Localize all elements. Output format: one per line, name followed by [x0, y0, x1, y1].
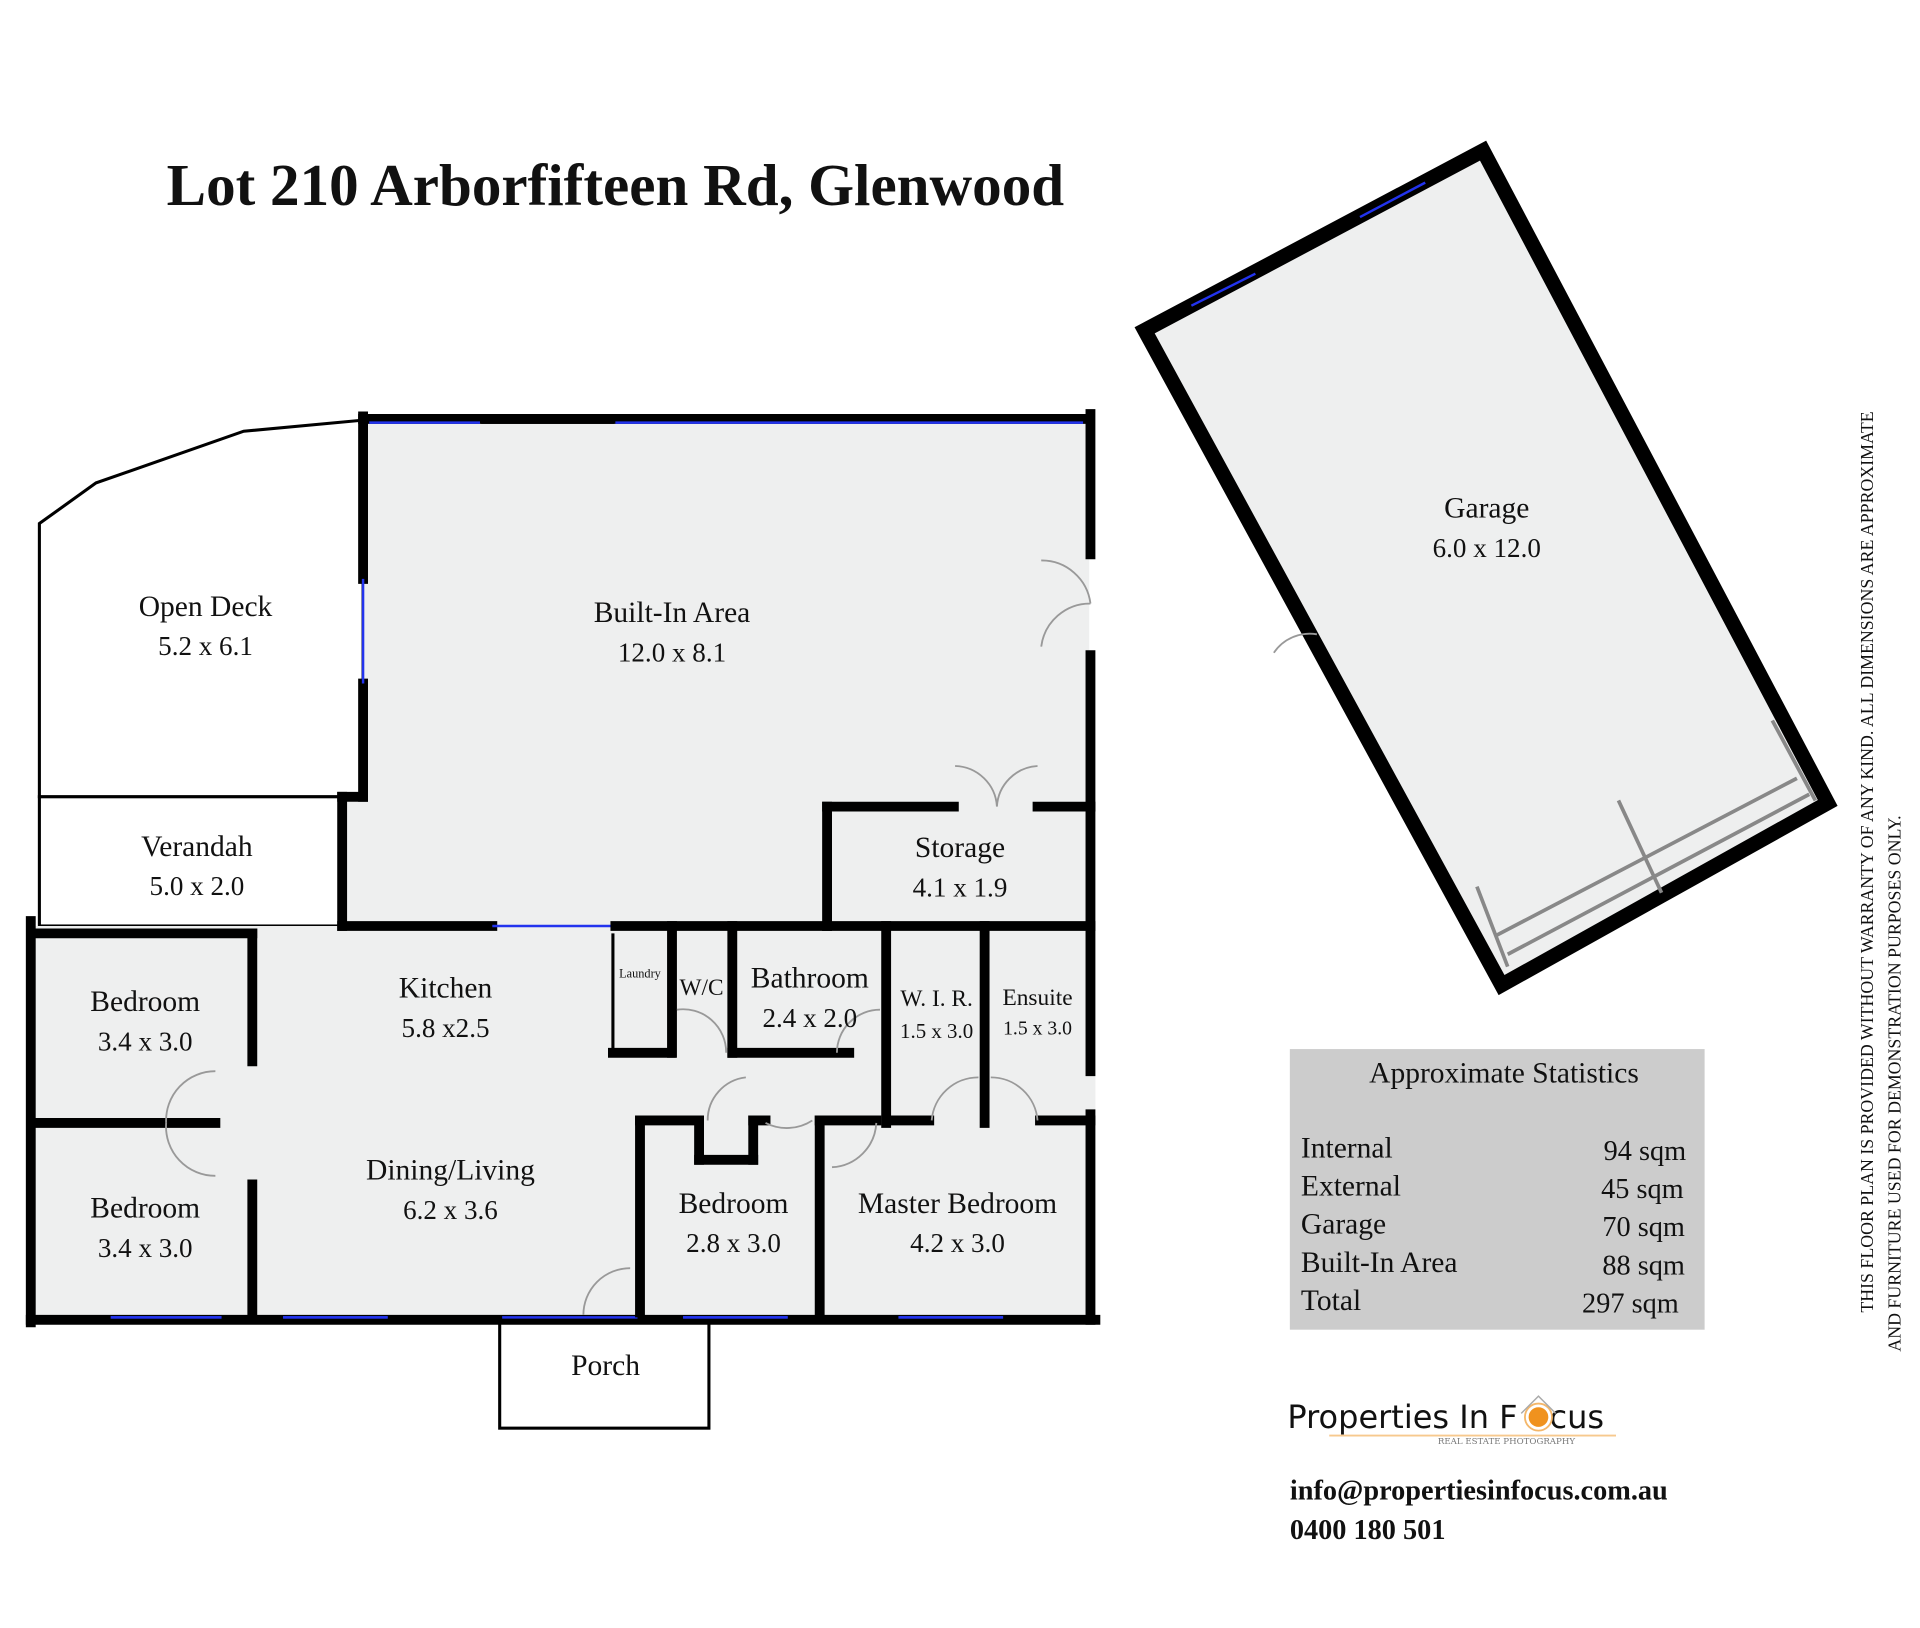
stats-value: 88 sqm: [1602, 1250, 1685, 1281]
disclaimer-line-2: AND FURNITURE USED FOR DEMONSTRATION PUR…: [1884, 815, 1904, 1351]
built-in-area-floor: [342, 418, 1090, 926]
brand-logo: Properties In F cus REAL ESTATE PHOTOGRAP…: [1287, 1395, 1616, 1447]
room-name: Dining/Living: [366, 1155, 535, 1187]
stats-box: Approximate Statistics Internal External…: [1289, 1049, 1705, 1330]
verandah-area: [37, 795, 344, 928]
stats-value: 297 sqm: [1582, 1288, 1679, 1319]
stats-label: Total: [1301, 1285, 1361, 1317]
room-dims: 1.5 x 3.0: [900, 1019, 973, 1043]
camera-house-icon: [1520, 1395, 1557, 1432]
room-wc: W/C: [679, 975, 723, 1001]
room-dims: 1.5 x 3.0: [1003, 1017, 1072, 1039]
room-dims: 3.4 x 3.0: [98, 1026, 193, 1056]
stats-label: Built-In Area: [1301, 1247, 1458, 1279]
brand-tagline: REAL ESTATE PHOTOGRAPHY: [1438, 1437, 1575, 1447]
room-name: Verandah: [141, 831, 253, 863]
room-name: W. I. R.: [900, 986, 973, 1012]
room-kitchen: Kitchen 5.8 x2.5: [399, 972, 493, 1042]
walls: [25, 409, 1101, 1328]
room-storage: Storage 4.1 x 1.9: [913, 832, 1008, 902]
room-ensuite: Ensuite 1.5 x 3.0: [1002, 985, 1072, 1040]
room-dims: 12.0 x 8.1: [618, 637, 726, 667]
room-name: Bedroom: [90, 1193, 200, 1225]
room-open-deck: Open Deck 5.2 x 6.1: [139, 591, 273, 661]
room-dims: 4.2 x 3.0: [910, 1228, 1005, 1258]
room-verandah: Verandah 5.0 x 2.0: [141, 831, 253, 901]
stats-label: Garage: [1301, 1209, 1386, 1241]
room-bathroom: Bathroom 2.4 x 2.0: [751, 963, 869, 1033]
room-dims: 2.8 x 3.0: [686, 1228, 781, 1258]
doors: [165, 559, 1092, 1315]
room-dims: 5.8 x2.5: [402, 1013, 490, 1043]
room-built-in-area: Built-In Area 12.0 x 8.1: [594, 597, 751, 667]
room-name: Built-In Area: [594, 597, 751, 629]
stats-title: Approximate Statistics: [1369, 1057, 1639, 1089]
room-dims: 6.2 x 3.6: [403, 1195, 498, 1225]
room-garage: Garage 6.0 x 12.0: [1433, 492, 1541, 562]
room-wir: W. I. R. 1.5 x 3.0: [900, 986, 973, 1043]
porch-area: [498, 1315, 711, 1430]
room-dining-living: Dining/Living 6.2 x 3.6: [366, 1155, 535, 1225]
room-bedroom-2: Bedroom 3.4 x 3.0: [90, 1193, 200, 1263]
garage-floor: [1134, 140, 1838, 996]
room-bedroom-3: Bedroom 2.8 x 3.0: [679, 1188, 789, 1258]
room-dims: 5.2 x 6.1: [158, 631, 253, 661]
room-master-bedroom: Master Bedroom 4.2 x 3.0: [858, 1188, 1057, 1258]
stats-label: Internal: [1301, 1132, 1393, 1164]
room-name: Bedroom: [679, 1188, 789, 1220]
contact-email[interactable]: info@propertiesinfocus.com.au: [1290, 1476, 1668, 1507]
room-name: Bedroom: [90, 986, 200, 1018]
room-name: Open Deck: [139, 591, 273, 623]
room-name: Ensuite: [1002, 985, 1072, 1011]
room-dims: 6.0 x 12.0: [1433, 533, 1541, 563]
room-name: Bathroom: [751, 963, 869, 995]
stats-value: 70 sqm: [1602, 1212, 1685, 1243]
page-title: Lot 210 Arborfifteen Rd, Glenwood: [167, 152, 1065, 218]
room-dims: 5.0 x 2.0: [150, 871, 245, 901]
room-bedroom-1: Bedroom 3.4 x 3.0: [90, 986, 200, 1056]
room-laundry: Laundry: [619, 967, 662, 981]
room-name: Kitchen: [399, 972, 493, 1004]
disclaimer-line-1: THIS FLOOR PLAN IS PROVIDED WITHOUT WARR…: [1857, 411, 1877, 1312]
disclaimer: THIS FLOOR PLAN IS PROVIDED WITHOUT WARR…: [1857, 411, 1904, 1351]
brand-name-part2: cus: [1550, 1398, 1605, 1436]
room-dims: 3.4 x 3.0: [98, 1233, 193, 1263]
brand-name-part1: Properties In F: [1287, 1398, 1517, 1436]
room-name: Storage: [915, 832, 1005, 864]
stats-label: External: [1301, 1171, 1401, 1203]
room-name: Garage: [1444, 492, 1529, 524]
room-porch: Porch: [571, 1350, 640, 1382]
room-name: Master Bedroom: [858, 1188, 1057, 1220]
contact-phone[interactable]: 0400 180 501: [1290, 1515, 1446, 1546]
stats-value: 45 sqm: [1601, 1174, 1684, 1205]
room-dims: 4.1 x 1.9: [913, 872, 1008, 902]
stats-value: 94 sqm: [1604, 1136, 1687, 1167]
room-dims: 2.4 x 2.0: [762, 1003, 857, 1033]
